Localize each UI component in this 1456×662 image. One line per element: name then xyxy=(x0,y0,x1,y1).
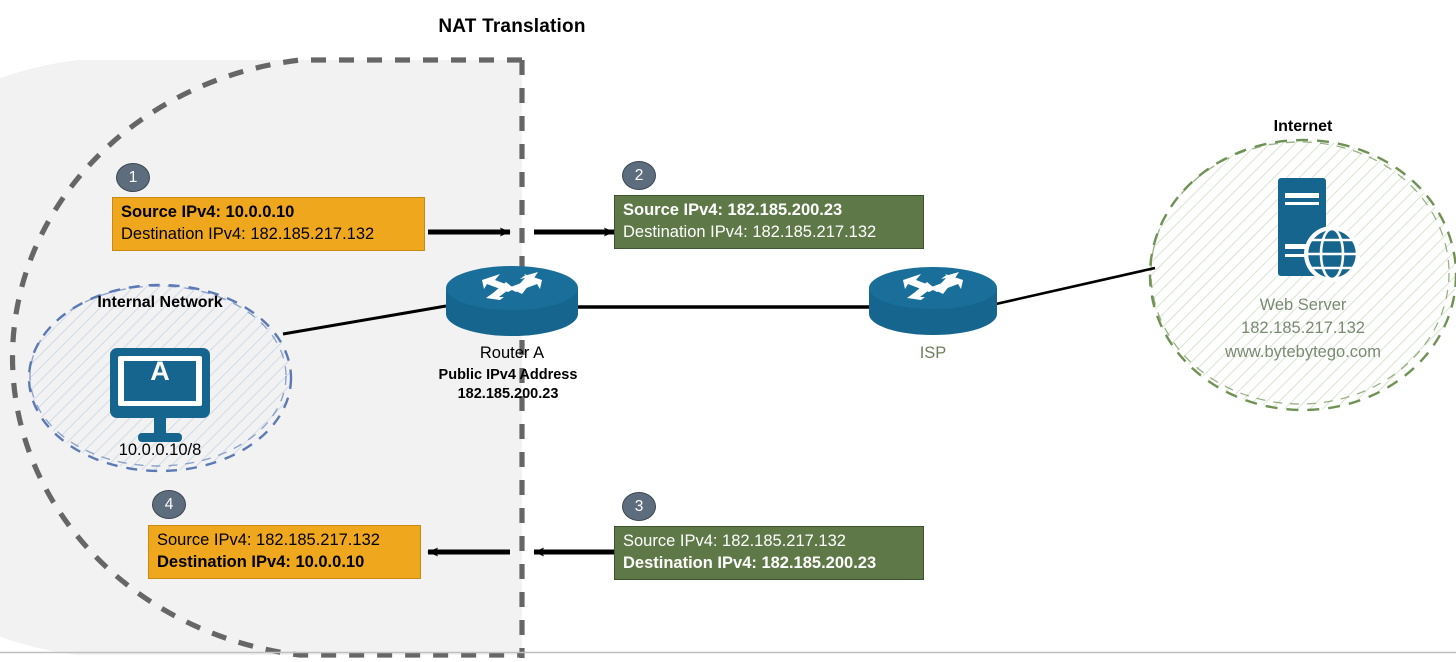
packet-box-step4: Source IPv4: 182.185.217.132 Destination… xyxy=(148,525,421,579)
packet-destination-line: Destination IPv4: 182.185.200.23 xyxy=(623,553,877,572)
internet-label: Internet xyxy=(1273,118,1333,135)
packet-source-line: Source IPv4: 10.0.0.10 xyxy=(121,203,295,221)
packet-source-line: Source IPv4: 182.185.200.23 xyxy=(623,201,843,219)
step-badge-1: 1 xyxy=(116,163,150,192)
router-a-label: Router A xyxy=(479,344,545,362)
step-badge-4: 4 xyxy=(152,490,186,519)
link-host-to-router xyxy=(282,304,447,336)
packet-destination-line: Destination IPv4: 182.185.217.132 xyxy=(623,222,877,241)
link-isp-to-internet xyxy=(995,266,1156,306)
packet-destination-line: Destination IPv4: 182.185.217.132 xyxy=(121,224,375,243)
internal-network-label: Internal Network xyxy=(97,294,223,311)
web-server-info: Web Server 182.185.217.132 www.bytebyteg… xyxy=(1168,294,1438,364)
web-server-icon xyxy=(1278,178,1360,282)
packet-destination-line: Destination IPv4: 10.0.0.10 xyxy=(157,552,365,571)
packet-box-step2: Source IPv4: 182.185.200.23 Destination … xyxy=(614,195,924,249)
router-a-public-ip: 182.185.200.23 xyxy=(457,385,559,402)
packet-box-step1: Source IPv4: 10.0.0.10 Destination IPv4:… xyxy=(112,197,425,251)
flow-arrows xyxy=(427,227,615,557)
router-a-public-caption: Public IPv4 Address xyxy=(438,367,578,383)
host-monitor-icon xyxy=(110,348,210,442)
host-ip-label: 10.0.0.10/8 xyxy=(118,441,202,459)
isp-router-icon xyxy=(869,267,997,335)
packet-box-step3: Source IPv4: 182.185.217.132 Destination… xyxy=(614,526,924,580)
step-badge-3: 3 xyxy=(622,492,656,521)
router-a-icon xyxy=(446,266,578,336)
page-title: NAT Translation xyxy=(438,16,586,37)
connection-lines xyxy=(282,266,1156,336)
web-server-name: Web Server xyxy=(1259,296,1347,314)
isp-label: ISP xyxy=(919,344,947,362)
packet-source-line: Source IPv4: 182.185.217.132 xyxy=(157,531,380,549)
host-icon-letter: A xyxy=(150,356,170,386)
packet-source-line: Source IPv4: 182.185.217.132 xyxy=(623,532,846,550)
router-a-public-address: Public IPv4 Address 182.185.200.23 xyxy=(358,366,658,403)
web-server-url: www.bytebytego.com xyxy=(1225,342,1381,361)
step-badge-2: 2 xyxy=(622,161,656,190)
web-server-ip: 182.185.217.132 xyxy=(1241,319,1365,338)
